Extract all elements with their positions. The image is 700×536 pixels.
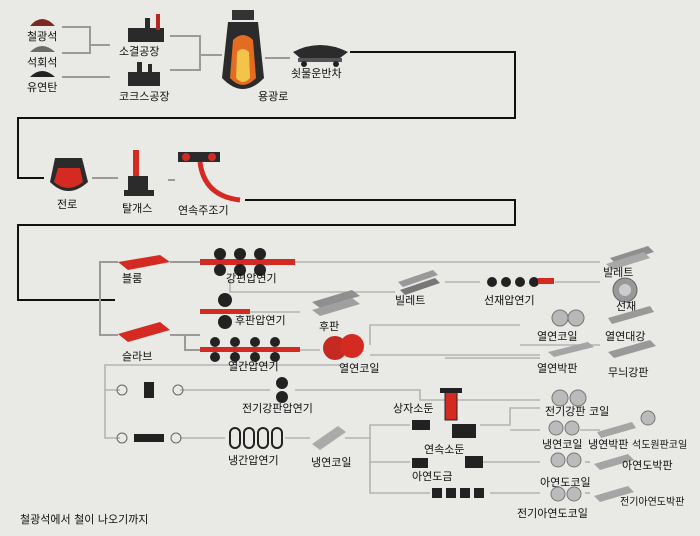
cold-sheet-label: 냉연박판 — [588, 438, 628, 451]
electro-galvanized-sheet-label: 전기아연도박판 — [620, 496, 684, 508]
batch-annealing-label: 상자소둔 — [393, 402, 433, 415]
wire-rod: 선재 — [612, 277, 638, 313]
billet-mid: 빌레트 — [395, 270, 440, 307]
iron-ore-label: 철광석 — [27, 30, 57, 43]
converter-label: 전로 — [57, 198, 77, 211]
plate-mill: 후판압연기 — [200, 293, 286, 329]
hot-coil-2-label: 열연코일 — [537, 329, 577, 343]
raw-material-iron-ore: 철광석 — [27, 19, 57, 43]
degassing-unit: 탈개스 — [122, 150, 154, 215]
bloom: 블룸 — [118, 255, 170, 285]
coke-plant: 코크스공장 — [119, 62, 170, 103]
hot-coil: 열연코일 — [323, 334, 379, 375]
galvanized-sheet: 아연도박판 — [594, 454, 673, 472]
blast-furnace: 용광로 — [222, 10, 288, 103]
continuous-caster: 연속주조기 — [178, 152, 241, 217]
batch-annealing: 상자소둔 — [393, 388, 462, 421]
flow-lines — [17, 26, 600, 494]
continuous-annealing-label: 연속소둔 — [424, 443, 464, 456]
continuous-annealing: 연속소둔 — [412, 420, 476, 456]
hot-large-bar: 열연대강 — [605, 306, 654, 343]
cold-sheet: 냉연박판 — [588, 422, 636, 451]
hot-sheet: 열연박판 — [537, 342, 594, 375]
hot-coil-label: 열연코일 — [339, 361, 379, 375]
wire-rod-label: 선재 — [616, 300, 636, 313]
checkered-plate: 무늬강판 — [608, 340, 656, 379]
cold-coil-product: 냉연코일 — [542, 420, 582, 451]
electrical-steel-line — [116, 382, 184, 398]
cold-mill-label: 냉간압연기 — [228, 454, 279, 467]
slab-label: 슬라브 — [122, 350, 152, 363]
limestone-label: 석회석 — [27, 56, 57, 69]
coal-label: 유연탄 — [27, 81, 57, 94]
diagram-caption: 철광석에서 철이 나오기까지 — [20, 513, 148, 526]
degassing-label: 탈개스 — [122, 202, 152, 215]
hot-sheet-label: 열연박판 — [537, 362, 577, 375]
sinter-plant-label: 소결공장 — [119, 45, 159, 58]
blooming-mill-label: 강편압연기 — [226, 272, 277, 285]
electro-galvanizing — [432, 488, 484, 498]
blast-furnace-label: 용광로 — [258, 90, 288, 103]
continuous-caster-label: 연속주조기 — [178, 204, 229, 217]
billet-top: 빌레트 — [603, 246, 654, 279]
checkered-plate-label: 무늬강판 — [608, 366, 648, 379]
cold-coil-2-label: 냉연코일 — [542, 437, 582, 451]
billet-mid-label: 빌레트 — [395, 294, 425, 307]
electro-galvanized-sheet: 전기아연도박판 — [594, 486, 684, 508]
galvanizing-label: 아연도금 — [412, 470, 452, 483]
rod-mill: 선재압연기 — [484, 277, 554, 307]
bloom-label: 블룸 — [122, 272, 142, 285]
cold-line-entry — [116, 432, 182, 444]
raw-material-limestone: 석회석 — [27, 46, 57, 69]
rod-mill-label: 선재압연기 — [484, 294, 535, 307]
plate-label: 후판 — [319, 320, 339, 333]
electro-galvanized-coil-label: 전기아연도코일 — [517, 506, 588, 520]
plate: 후판 — [312, 290, 360, 333]
torpedo-car-label: 쇳물운반차 — [291, 67, 342, 80]
coke-plant-label: 코크스공장 — [119, 90, 170, 103]
galvanizing: 아연도금 — [412, 456, 483, 483]
galvanized-coil: 아연도코일 — [540, 452, 591, 489]
plate-mill-label: 후판압연기 — [235, 314, 286, 327]
sinter-plant: 소결공장 — [119, 14, 164, 58]
slab: 슬라브 — [118, 322, 170, 363]
hot-strip-mill: 열간압연기 — [200, 337, 300, 373]
galvanized-coil-label: 아연도코일 — [540, 475, 591, 489]
tinplate-coil: 석도원판코일 — [632, 410, 687, 451]
blooming-mill: 강편압연기 — [200, 248, 295, 285]
hot-strip-mill-label: 열간압연기 — [228, 360, 279, 373]
hot-coil-product: 열연코일 — [537, 309, 585, 343]
electrical-coil-label: 전기강판 코일 — [545, 404, 609, 418]
cold-coil: 냉연코일 — [311, 426, 351, 469]
cold-coil-label: 냉연코일 — [311, 455, 351, 469]
raw-material-coal: 유연탄 — [27, 71, 57, 94]
hot-large-bar-label: 열연대강 — [605, 330, 645, 343]
electrical-mill-label: 전기강판압연기 — [242, 402, 313, 415]
galvanized-sheet-label: 아연도박판 — [622, 459, 673, 472]
converter: 전로 — [50, 158, 88, 211]
electrical-mill: 전기강판압연기 — [242, 377, 313, 415]
electro-galvanized-coil: 전기아연도코일 — [517, 486, 588, 520]
billet-top-label: 빌레트 — [603, 266, 633, 279]
tinplate-coil-label: 석도원판코일 — [632, 439, 687, 451]
torpedo-car: 쇳물운반차 — [291, 45, 348, 80]
electrical-coil: 전기강판 코일 — [545, 389, 609, 418]
cold-mill: 냉간압연기 — [228, 427, 283, 467]
